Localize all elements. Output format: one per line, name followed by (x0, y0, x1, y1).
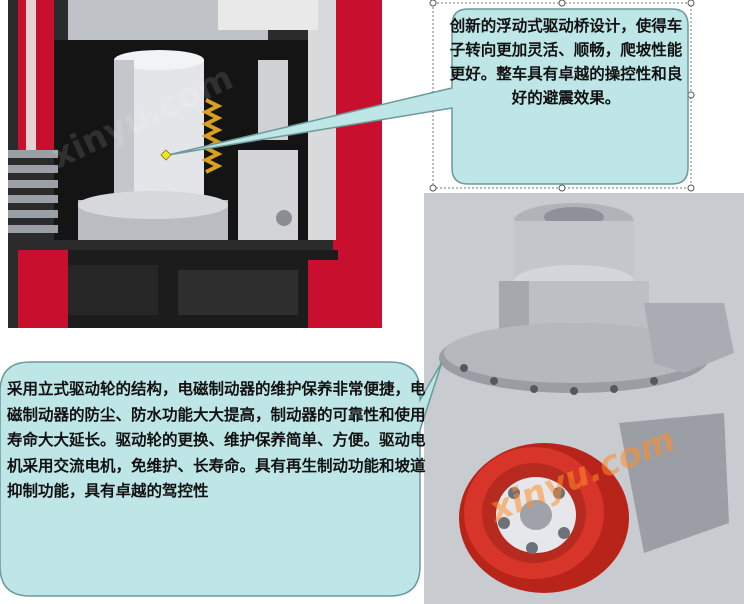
drive-unit-cutaway-drawing: xinyu.com (8, 0, 382, 328)
selection-handles (429, 0, 695, 192)
callout-bottom-bubble (0, 361, 443, 597)
drive-wheel-render-image: xinyu.com (424, 193, 744, 604)
callout-bottom-text: 采用立式驱动轮的结构，电磁制动器的维护保养非常便捷，电磁制动器的防尘、防水功能大… (7, 379, 426, 500)
callout-anchor-marker (160, 149, 172, 161)
drive-wheel-drawing (424, 193, 744, 604)
callout-top-text: 创新的浮动式驱动桥设计，使得车子转向更加灵活、顺畅，爬坡性能更好。整车具有卓越的… (449, 16, 683, 107)
callout-top-bubble (167, 8, 689, 185)
drive-unit-cutaway-image: xinyu.com (8, 0, 382, 328)
